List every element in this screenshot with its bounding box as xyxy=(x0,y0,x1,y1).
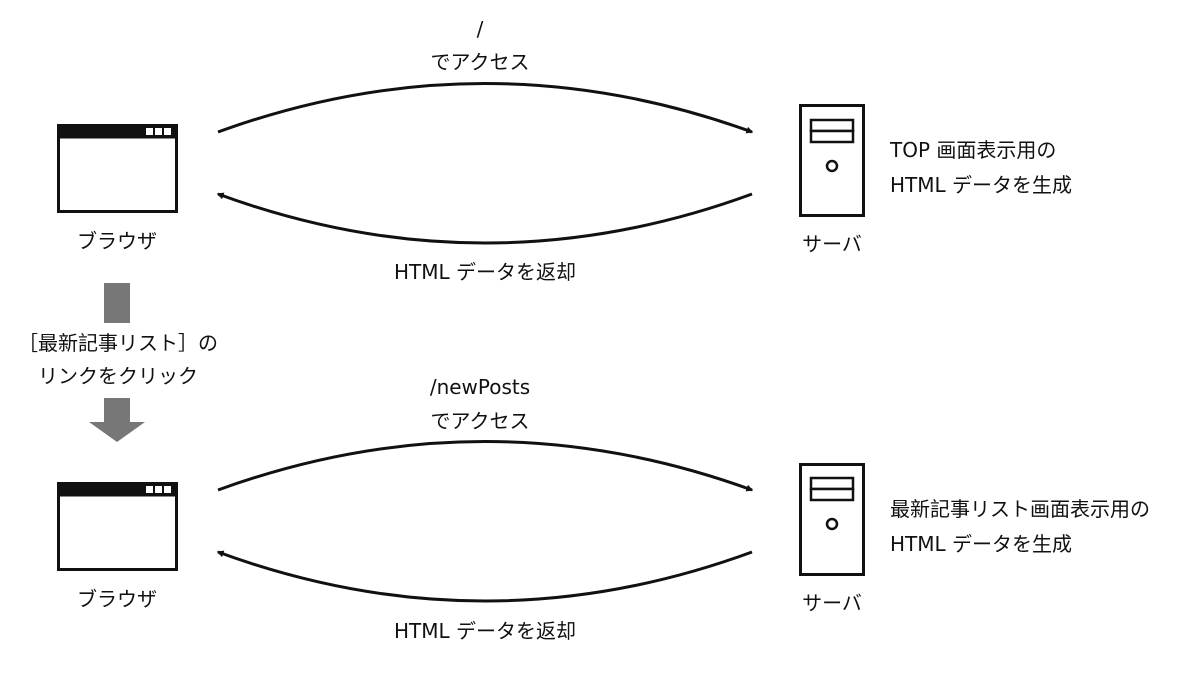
transition-line1: ［最新記事リスト］の xyxy=(18,331,218,355)
request-suffix-label-2: でアクセス xyxy=(430,409,530,433)
server-tower-icon-2 xyxy=(799,463,865,576)
down-arrow-icon xyxy=(89,283,145,442)
request-arrow-1 xyxy=(217,82,754,134)
response-label-1: HTML データを返却 xyxy=(393,260,576,284)
request-path-label-1: / xyxy=(476,17,484,41)
server-note-line2-2: HTML データを生成 xyxy=(890,532,1073,556)
server-note-line1-2: 最新記事リスト画面表示用の xyxy=(890,497,1150,521)
server-note-line1-1: TOP 画面表示用の xyxy=(890,138,1057,162)
request-path-label-2: /newPosts xyxy=(429,375,531,399)
response-arrow-1 xyxy=(216,192,753,245)
response-arrow-2 xyxy=(216,550,753,603)
request-suffix-label-1: でアクセス xyxy=(430,50,530,74)
browser-window-icon-2 xyxy=(57,482,178,571)
request-arrow-2 xyxy=(217,440,754,492)
transition-line2: リンクをクリック xyxy=(38,364,198,388)
client-label-2: ブラウザ xyxy=(77,587,157,611)
client-label-1: ブラウザ xyxy=(77,229,157,253)
server-tower-icon-1 xyxy=(799,104,865,217)
server-label-1: サーバ xyxy=(802,232,862,256)
response-label-2: HTML データを返却 xyxy=(393,619,576,643)
server-label-2: サーバ xyxy=(802,591,862,615)
server-note-line2-1: HTML データを生成 xyxy=(890,173,1073,197)
browser-window-icon-1 xyxy=(57,124,178,213)
